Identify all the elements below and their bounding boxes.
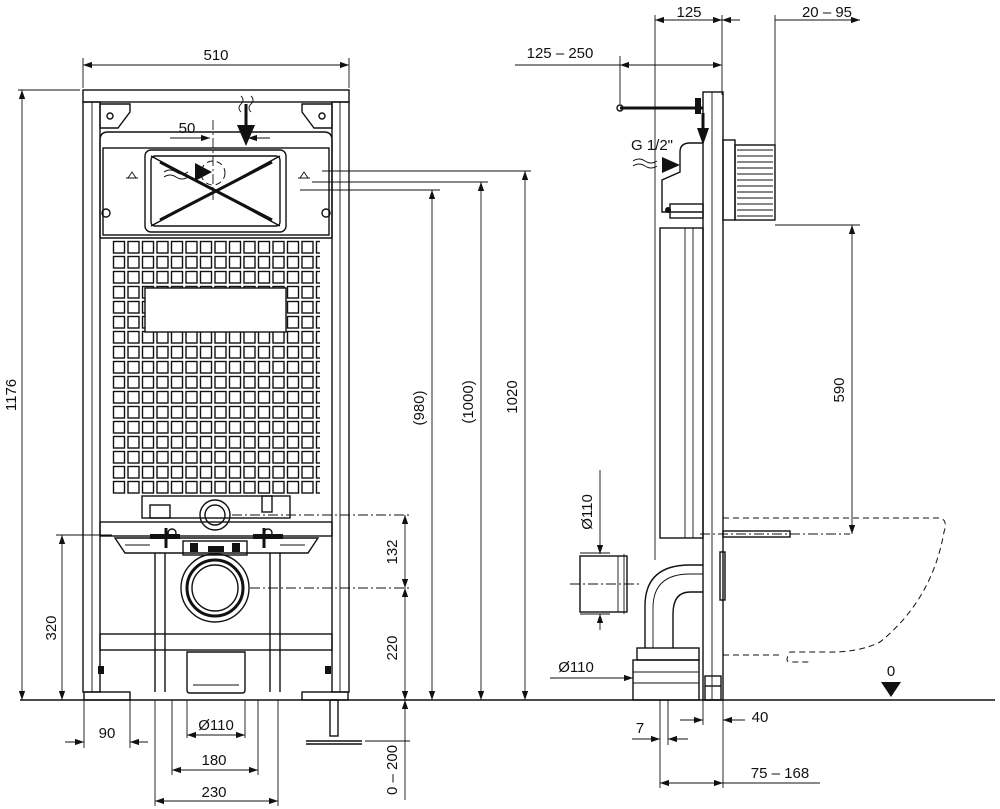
dim-height-980: (980) [411,390,428,425]
dim-width-230: 230 [201,784,226,801]
dim-depth-75-168: 75 – 168 [751,765,809,782]
dim-width-40: 40 [752,709,769,726]
dim-height-320: 320 [43,615,60,640]
dim-adjust-0-200: 0 – 200 [384,745,401,795]
dim-height-132: 132 [384,539,401,564]
label-floor-zero: 0 [887,663,895,680]
dim-height-1020: 1020 [504,380,521,413]
dim-depth-125-250: 125 – 250 [527,45,594,62]
dim-height-220: 220 [384,635,401,660]
dim-diameter-110-bottom: Ø110 [558,659,594,676]
dim-drain-diameter: Ø110 [198,717,234,734]
dim-inlet-offset: 50 [179,120,196,137]
front-view [82,89,362,745]
dim-diameter-110-top: Ø110 [579,494,596,530]
front-dimensions: 510 50 1176 (980) (1000) 1020 132 220 0 … [3,47,531,806]
dim-depth-20-95: 20 – 95 [802,4,852,21]
dim-width-total: 510 [203,47,228,64]
dim-offset-7: 7 [636,720,644,737]
side-dimensions: 125 20 – 95 125 – 250 G 1/2" 590 Ø110 Ø1… [515,4,901,788]
dim-width-90: 90 [99,725,116,742]
dim-height-1000: (1000) [460,380,477,423]
dim-depth-125: 125 [676,4,701,21]
side-view [570,91,946,701]
dim-height-590: 590 [831,377,848,402]
dim-height-total: 1176 [3,379,20,411]
dim-width-180: 180 [201,752,226,769]
label-inlet-thread: G 1/2" [631,137,673,154]
